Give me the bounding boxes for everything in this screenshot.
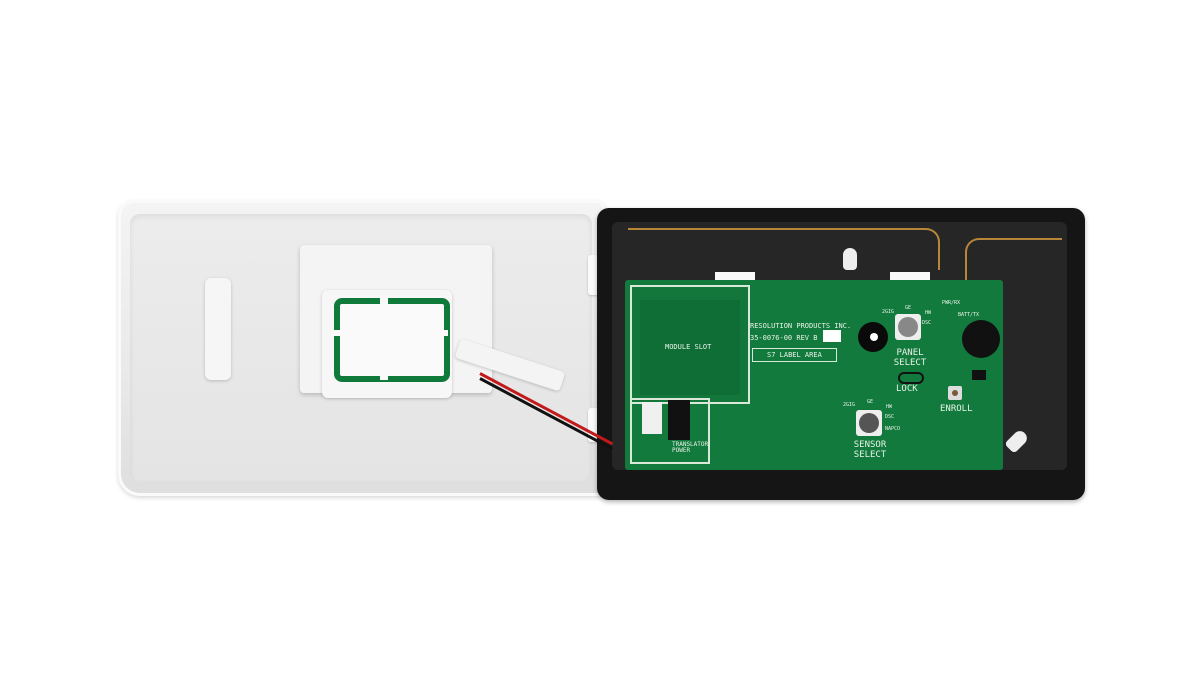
part-number-label: 35-0076-00 REV B xyxy=(750,334,818,342)
dial-label: 2GIG xyxy=(882,309,895,315)
qr-sticker xyxy=(823,330,841,342)
panel-select-dial[interactable] xyxy=(895,314,921,340)
module-board xyxy=(640,300,740,395)
board-clip xyxy=(715,272,755,282)
dial-label: 2GIG xyxy=(843,402,856,408)
board-clip xyxy=(890,272,930,282)
lock-label: LOCK xyxy=(896,384,918,394)
tamper-switch xyxy=(870,333,878,341)
enroll-label: ENROLL xyxy=(940,404,973,414)
buzzer xyxy=(962,320,1000,358)
gasket-divider xyxy=(380,296,388,380)
lid-latch xyxy=(205,278,231,380)
power-connector xyxy=(642,402,662,434)
keyhole-mount xyxy=(843,248,857,270)
gasket-divider xyxy=(332,330,448,336)
dial-label: GE xyxy=(867,399,874,405)
dial-label: NAPCO xyxy=(885,426,901,432)
module-slot-label: MODULE SLOT xyxy=(665,343,712,351)
green-gasket xyxy=(334,298,450,382)
dial-label: DSC xyxy=(885,414,895,420)
dial-label: DSC xyxy=(922,320,932,326)
translator-power-label: TRANSLATOR POWER xyxy=(672,441,709,454)
panel-select-label: PANEL SELECT xyxy=(893,348,927,368)
batt-tx-label: BATT/TX xyxy=(958,312,980,318)
label-area: S7 LABEL AREA xyxy=(752,348,837,362)
power-area xyxy=(630,398,710,464)
pwr-rx-label: PWR/RX xyxy=(942,300,961,306)
manufacturer-label: RESOLUTION PRODUCTS INC. xyxy=(750,322,852,330)
antenna-trace xyxy=(628,228,940,270)
enroll-button[interactable] xyxy=(948,386,962,400)
jumper-header xyxy=(972,370,986,380)
dial-label: GE xyxy=(905,305,912,311)
power-jack xyxy=(668,400,690,440)
sensor-select-dial[interactable] xyxy=(856,410,882,436)
dial-label: HW xyxy=(886,404,893,410)
dial-label: HW xyxy=(925,310,932,316)
lock-jumper[interactable] xyxy=(898,372,924,384)
sensor-select-label: SENSOR SELECT xyxy=(853,440,887,460)
